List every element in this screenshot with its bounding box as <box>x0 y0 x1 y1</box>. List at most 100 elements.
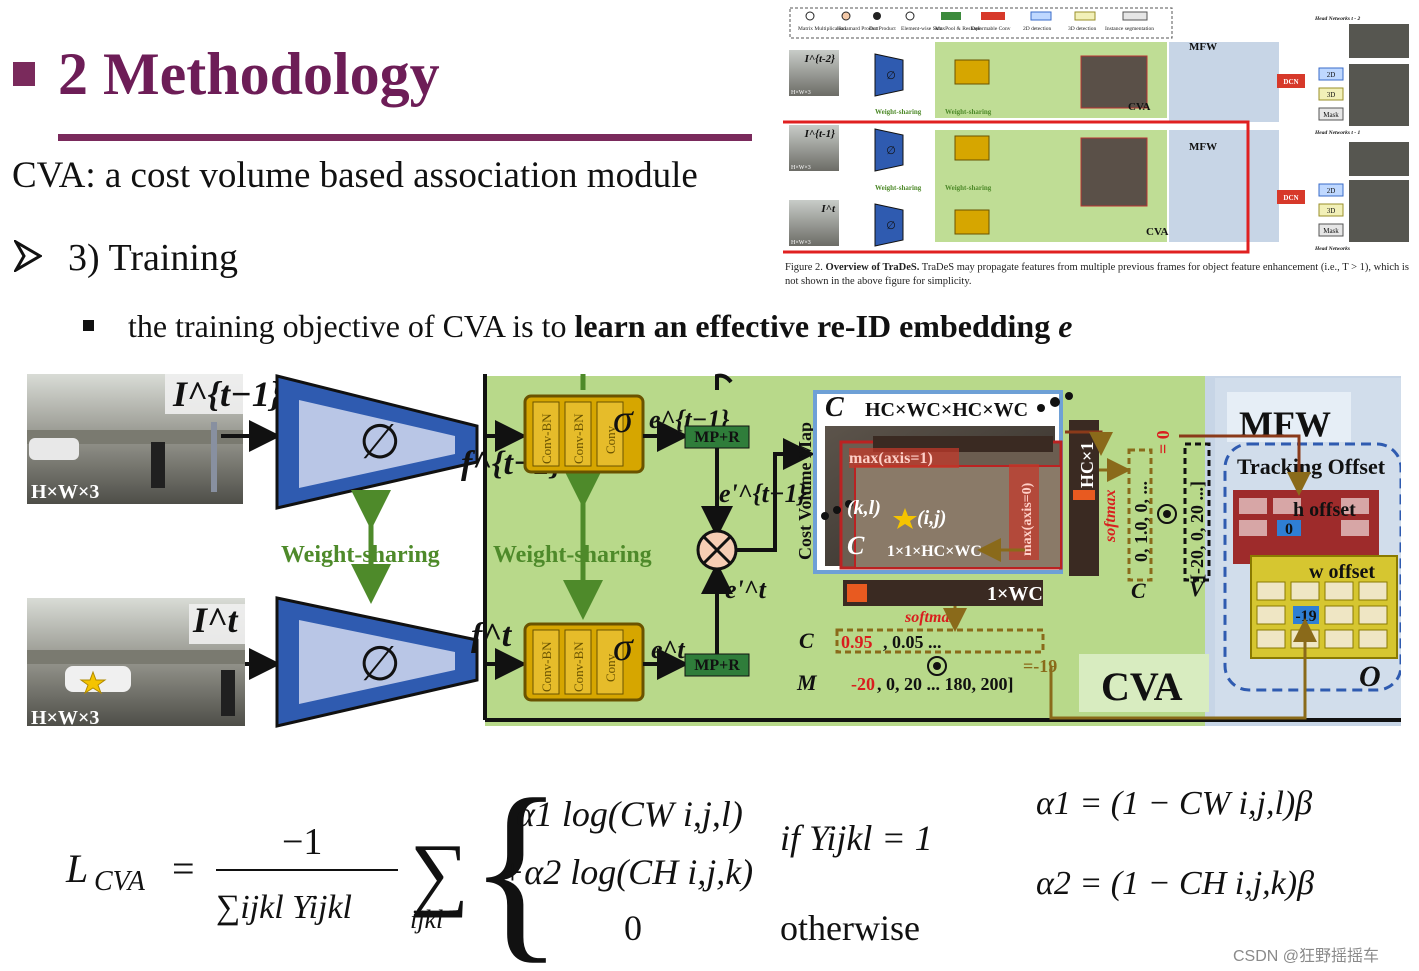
bullet-level2-prefix: the training objective of CVA is to <box>128 308 575 344</box>
v-values: [-20, 0, 20 ...] <box>1187 481 1207 580</box>
legend-instance: Instance segmentation <box>1105 26 1154 32</box>
alpha1-definition: α1 = (1 − CW i,j,l)β <box>1036 785 1312 822</box>
legend-matrix-mult: Matrix Multiplication <box>798 26 846 32</box>
softmax-vertical: softmax <box>1102 490 1119 543</box>
legend-2d: 2D detection <box>1023 26 1052 32</box>
caption-rest: TraDeS may propagate features from multi… <box>785 262 1409 287</box>
thumb-head-label-t: Head Networks <box>1314 246 1350 252</box>
embedding-curr-pool: e'^t <box>725 575 767 604</box>
cij-symbol: C <box>847 531 865 560</box>
thumb-cva-2: CVA <box>1146 226 1168 238</box>
softmax-horizontal: softmax <box>904 609 957 626</box>
thumb-dcn-1: DCN <box>1283 78 1298 86</box>
thumb-head-3d-2: 3D <box>1327 207 1336 215</box>
tracking-offset-label: Tracking Offset <box>1237 454 1386 479</box>
legend-3d: 3D detection <box>1068 26 1097 32</box>
conv-prev-3: Conv <box>603 425 618 454</box>
cases-brace-icon: { <box>468 770 564 965</box>
cost-volume-dims: HC×WC×HC×WC <box>865 399 1028 421</box>
overview-figure-thumbnail: Matrix Multiplication Hadamard Product D… <box>783 7 1409 254</box>
h-offset-label: h offset <box>1293 499 1356 521</box>
figure-caption: Figure 2. Overview of TraDeS. TraDeS may… <box>785 261 1417 289</box>
thumb-head-3d-1: 3D <box>1327 91 1336 99</box>
mpr-label-curr: MP+R <box>694 657 740 674</box>
max-axis1-label: max(axis=1) <box>849 450 933 467</box>
star-cell-icon <box>893 508 917 529</box>
bullet-level2-text: the training objective of CVA is to lear… <box>128 308 1072 345</box>
alpha2-definition: α2 = (1 − CH i,j,k)β <box>1036 865 1314 902</box>
thumb-frame-t1: I^{t-1} <box>804 128 836 140</box>
thumb-frame-t2: I^{t-2} <box>804 53 836 65</box>
star-marker-icon <box>79 670 107 695</box>
frame-curr-dims: H×W×3 <box>31 707 99 728</box>
loss-formula: L CVA = −1 ∑ijkl Yijkl ∑ ijkl { α1 log(C… <box>65 770 1314 965</box>
square-bullet-icon <box>83 320 94 331</box>
conv-curr-1: Conv-BN <box>539 641 554 692</box>
caption-bold: Overview of TraDeS. <box>825 262 920 273</box>
loss-lhs-sub: CVA <box>94 866 146 897</box>
thumb-backbone-1: ∅ <box>886 70 896 82</box>
backbone-curr-symbol: ∅ <box>359 638 401 691</box>
loss-numerator: −1 <box>282 821 322 863</box>
cw-value-rest: , 0.05 ... <box>883 632 942 652</box>
thumb-ws-4: Weight-sharing <box>945 184 992 192</box>
condition-1: if Yijkl = 1 <box>780 818 933 858</box>
ch-symbol: C <box>1131 578 1146 603</box>
v-symbol: V <box>1189 576 1206 601</box>
cva-label: CVA <box>1101 664 1183 709</box>
h-offset-cell <box>1277 520 1301 536</box>
weight-sharing-label-2: Weight-sharing <box>493 542 652 568</box>
thumb-ws-2: Weight-sharing <box>945 108 992 116</box>
embedding-prev-pool: e'^{t−1} <box>719 479 807 508</box>
loss-equals: = <box>172 846 195 891</box>
cw-vector-box <box>835 628 1045 654</box>
loss-denominator: ∑ijkl Yijkl <box>216 889 352 926</box>
frame-curr-image <box>27 598 245 726</box>
frame-curr-label: I^t <box>192 600 239 640</box>
thumb-head-label-t2: Head Networks t - 2 <box>1314 16 1360 22</box>
backbone-prev <box>275 374 479 510</box>
condition-3: otherwise <box>780 908 920 948</box>
legend-mpr: MaxPool & Reshape <box>935 26 981 32</box>
arrow-bullet-icon <box>14 240 42 272</box>
matrix-multiply-icon <box>696 529 738 571</box>
cij-dims: 1×1×HC×WC <box>887 543 982 560</box>
kl-label: (k,l) <box>847 497 881 519</box>
title-bullet-square <box>13 62 35 86</box>
frame-prev-dims: H×W×3 <box>31 481 99 503</box>
legend-hadamard: Hadamard Product <box>837 26 879 32</box>
thumb-dims-2: H×W×3 <box>791 165 811 171</box>
caption-prefix: Figure 2. <box>785 262 826 273</box>
thumb-dcn-2: DCN <box>1283 194 1298 202</box>
thumb-head-mask-2: Mask <box>1323 227 1339 235</box>
case-2: +α2 log(CH i,j,k) <box>500 852 753 892</box>
thumb-head-label-t1: Head Networks t - 1 <box>1314 130 1360 136</box>
thumb-dims-1: H×W×3 <box>791 90 811 96</box>
conv-block-prev <box>523 394 645 474</box>
title-underline <box>58 134 752 141</box>
thumb-backbone-3: ∅ <box>886 220 896 232</box>
conv-prev-2: Conv-BN <box>571 413 586 464</box>
eq-minus19-label: =-19 <box>1023 656 1057 676</box>
w-offset-label: w offset <box>1309 561 1375 583</box>
conv-curr-2: Conv-BN <box>571 641 586 692</box>
thumb-head-2d-2: 2D <box>1327 187 1336 195</box>
cw-value-red: 0.95 <box>841 632 873 652</box>
thumb-head-mask-1: Mask <box>1323 111 1339 119</box>
sum-symbol-icon: ∑ <box>410 827 468 918</box>
thumb-ws-3: Weight-sharing <box>875 184 922 192</box>
m-symbol: M <box>796 670 818 695</box>
offset-output-label: O <box>1359 660 1381 693</box>
backbone-prev-symbol: ∅ <box>359 416 401 469</box>
thumb-head-2d-1: 2D <box>1327 71 1336 79</box>
bullet-level2-var: e <box>1058 308 1073 344</box>
mpr-label-prev: MP+R <box>694 429 740 446</box>
thumb-dims-3: H×W×3 <box>791 240 811 246</box>
case-3: 0 <box>624 908 642 948</box>
sum-subscript: ijkl <box>410 905 443 934</box>
v-vector-box <box>1183 442 1211 582</box>
m-value-rest: , 0, 20 ... 180, 200] <box>877 674 1014 694</box>
legend-dcn: Deformable Conv <box>971 25 1011 32</box>
dot-product-icon-2 <box>927 656 947 676</box>
w-offset-value: -19 <box>1295 608 1316 625</box>
